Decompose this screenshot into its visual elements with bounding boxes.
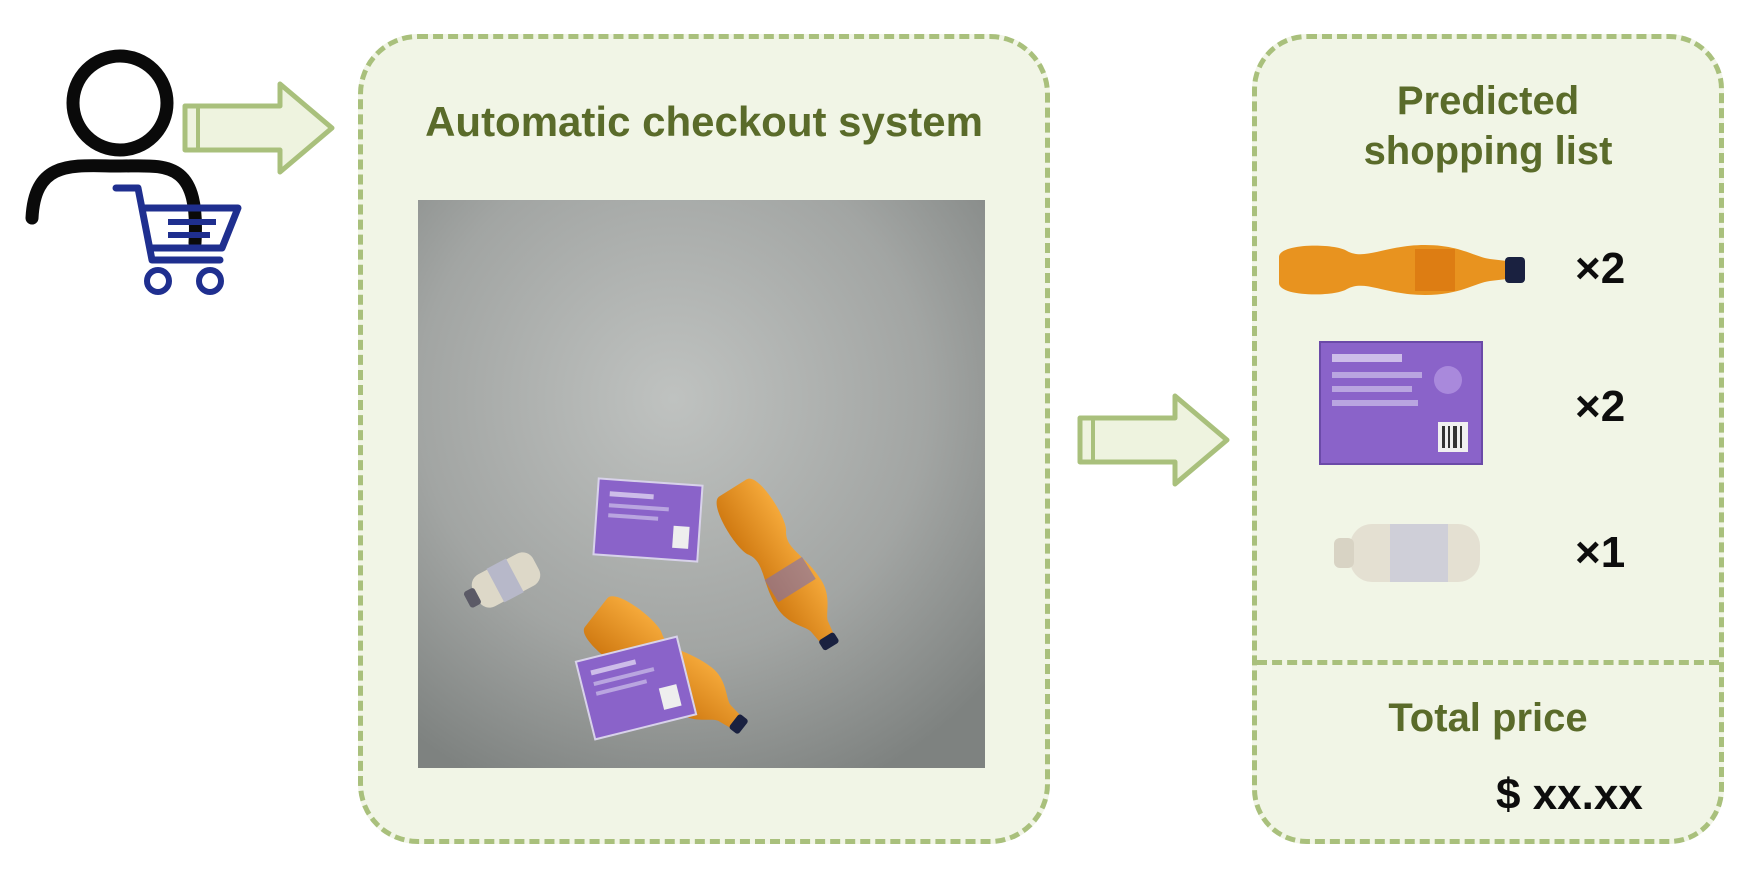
- white-bottle-icon: [1330, 516, 1490, 590]
- photo-box-top: [592, 477, 704, 563]
- checkout-photo: [418, 200, 985, 768]
- shopping-list-title-line1: Predicted: [1396, 79, 1580, 123]
- shopping-list-title-line2: shopping list: [1363, 129, 1613, 173]
- right-arrow-icon: [1075, 390, 1235, 490]
- shopping-cart-icon: [110, 178, 250, 308]
- list-item-qty: ×2: [1575, 244, 1626, 293]
- shopping-list-title: Predicted shopping list: [1252, 76, 1724, 176]
- list-item-qty: ×1: [1575, 528, 1626, 577]
- checkout-system-title: Automatic checkout system: [425, 98, 983, 145]
- orange-bottle-icon: [1275, 235, 1530, 305]
- shopper-icon: [20, 48, 250, 308]
- purple-box-icon: [1318, 340, 1484, 466]
- panel-divider: [1257, 660, 1719, 665]
- shopping-list-panel: [1252, 34, 1724, 844]
- right-arrow-icon: [180, 78, 340, 178]
- photo-small-bottle: [463, 552, 541, 608]
- total-price-label: Total price: [1388, 696, 1588, 740]
- total-price-value: $ xx.xx: [1496, 770, 1643, 819]
- photo-bottle-right: [716, 478, 839, 651]
- photo-box-bottom: [574, 635, 698, 741]
- list-item-qty: ×2: [1575, 382, 1626, 431]
